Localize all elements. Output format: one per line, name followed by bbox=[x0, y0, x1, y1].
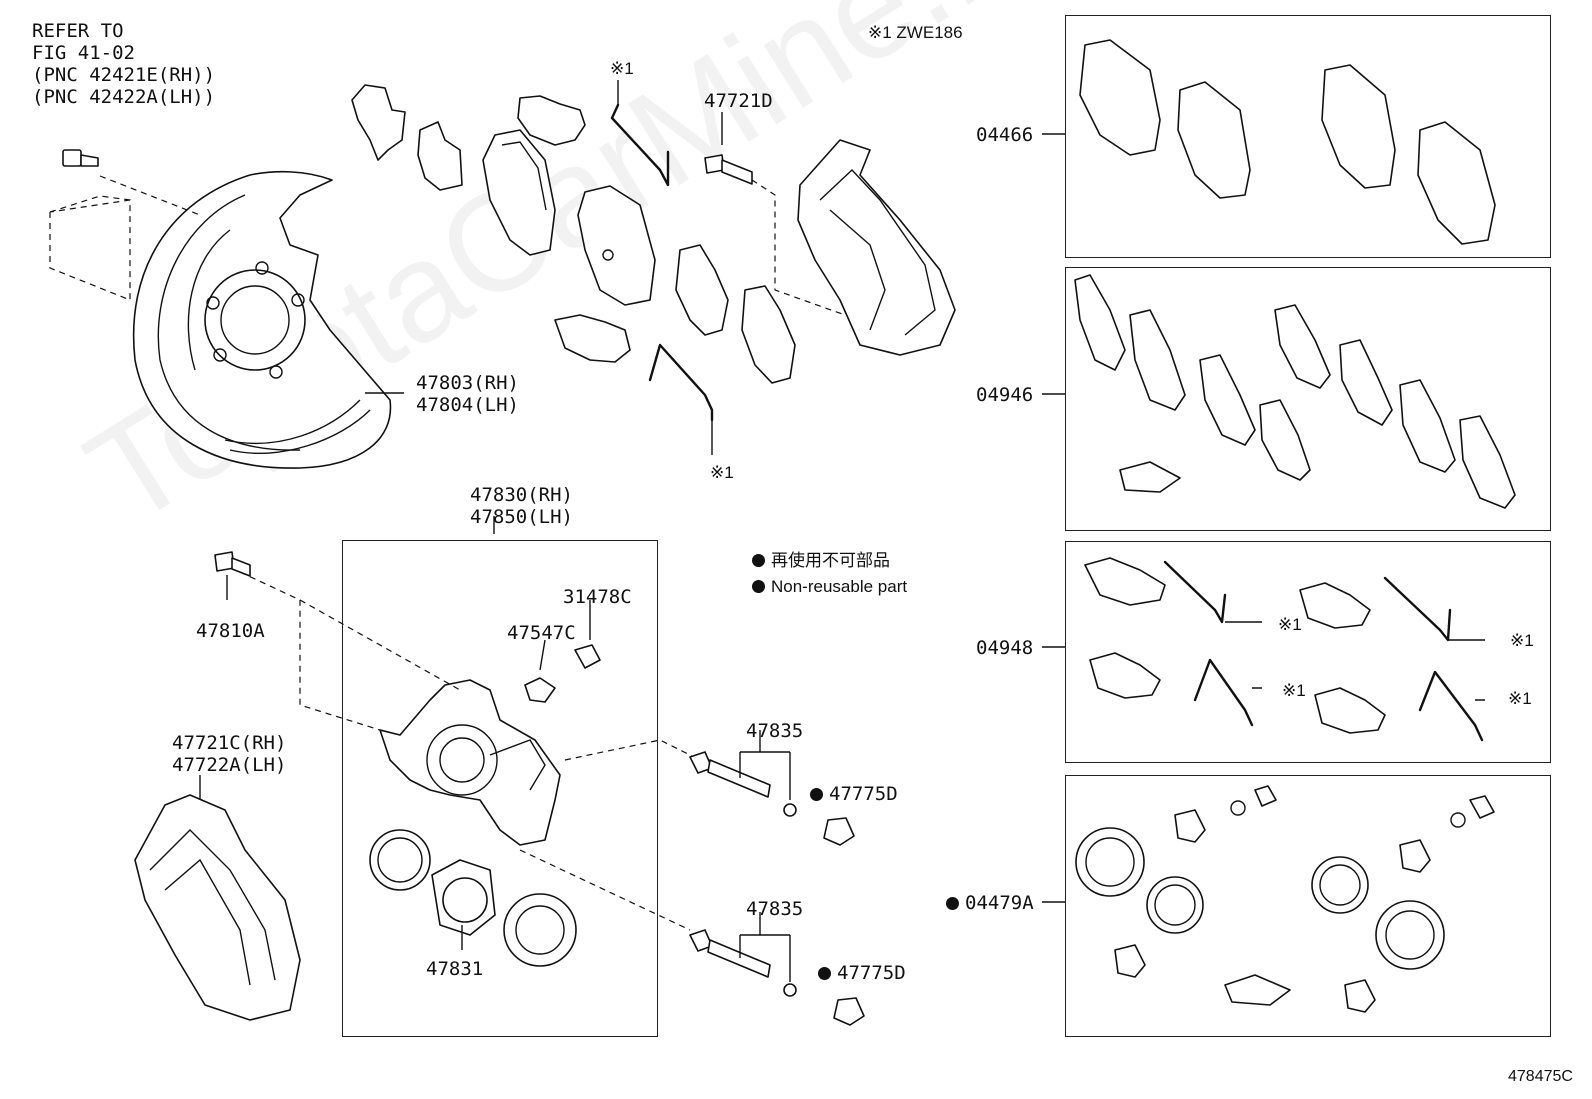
mark-x1-kit-1: ※1 bbox=[1278, 615, 1302, 634]
caliper-assembly-box bbox=[342, 540, 658, 1037]
diagram-code: 478475C bbox=[1508, 1068, 1573, 1085]
caliper-body-drawing bbox=[379, 679, 561, 846]
non-reusable-dot-icon bbox=[752, 580, 765, 593]
label-47831[interactable]: 47831 bbox=[426, 958, 484, 980]
label-47810A[interactable]: 47810A bbox=[196, 620, 265, 642]
dust-shield-drawing bbox=[132, 170, 392, 469]
note-pnc-rh: (PNC 42421E(RH)) bbox=[32, 64, 216, 86]
label-kit-04466[interactable]: 04466 bbox=[976, 124, 1034, 146]
mark-x1-kit-2: ※1 bbox=[1510, 631, 1534, 650]
label-47721C-rh[interactable]: 47721C(RH) bbox=[172, 732, 287, 754]
label-47804-lh[interactable]: 47804(LH) bbox=[416, 394, 519, 416]
label-47803-rh[interactable]: 47803(RH) bbox=[416, 372, 519, 394]
label-47830-rh[interactable]: 47830(RH) bbox=[470, 484, 573, 506]
label-47835-upper[interactable]: 47835 bbox=[746, 720, 804, 742]
bracket-lower-drawing bbox=[134, 794, 301, 1021]
kit-box-04479A bbox=[1065, 775, 1551, 1037]
label-47721D[interactable]: 47721D bbox=[704, 90, 773, 112]
label-kit-04479A[interactable]: 04479A bbox=[946, 892, 1034, 914]
kit-box-04946 bbox=[1065, 267, 1551, 531]
label-47547C[interactable]: 47547C bbox=[507, 622, 576, 644]
label-47850-lh[interactable]: 47850(LH) bbox=[470, 506, 573, 528]
kit-box-04948 bbox=[1065, 541, 1551, 763]
kit-box-04466 bbox=[1065, 15, 1551, 258]
label-31478C[interactable]: 31478C bbox=[563, 586, 632, 608]
mark-x1-spring-bottom: ※1 bbox=[710, 463, 734, 482]
mark-x1-kit-4: ※1 bbox=[1508, 689, 1532, 708]
label-47722A-lh[interactable]: 47722A(LH) bbox=[172, 754, 287, 776]
label-kit-04946[interactable]: 04946 bbox=[976, 384, 1034, 406]
label-47775D-lower[interactable]: 47775D bbox=[818, 962, 906, 984]
label-47775D-upper[interactable]: 47775D bbox=[810, 783, 898, 805]
note-refer-to: REFER TO bbox=[32, 20, 124, 42]
label-kit-04948[interactable]: 04948 bbox=[976, 637, 1034, 659]
note-pnc-lh: (PNC 42422A(LH)) bbox=[32, 86, 216, 108]
mark-x1-kit-3: ※1 bbox=[1282, 681, 1306, 700]
legend-en: Non-reusable part bbox=[752, 576, 907, 598]
mark-x1-spring-top: ※1 bbox=[610, 59, 634, 78]
non-reusable-dot-icon bbox=[810, 788, 823, 801]
note-variant: ※1 ZWE186 bbox=[868, 23, 963, 42]
non-reusable-dot-icon bbox=[818, 967, 831, 980]
note-fig: FIG 41-02 bbox=[32, 42, 135, 64]
non-reusable-dot-icon bbox=[752, 554, 765, 567]
non-reusable-dot-icon bbox=[946, 897, 959, 910]
shield-bolt-drawing bbox=[62, 149, 99, 167]
label-47835-lower[interactable]: 47835 bbox=[746, 898, 804, 920]
legend-jp: 再使用不可部品 bbox=[752, 550, 890, 572]
